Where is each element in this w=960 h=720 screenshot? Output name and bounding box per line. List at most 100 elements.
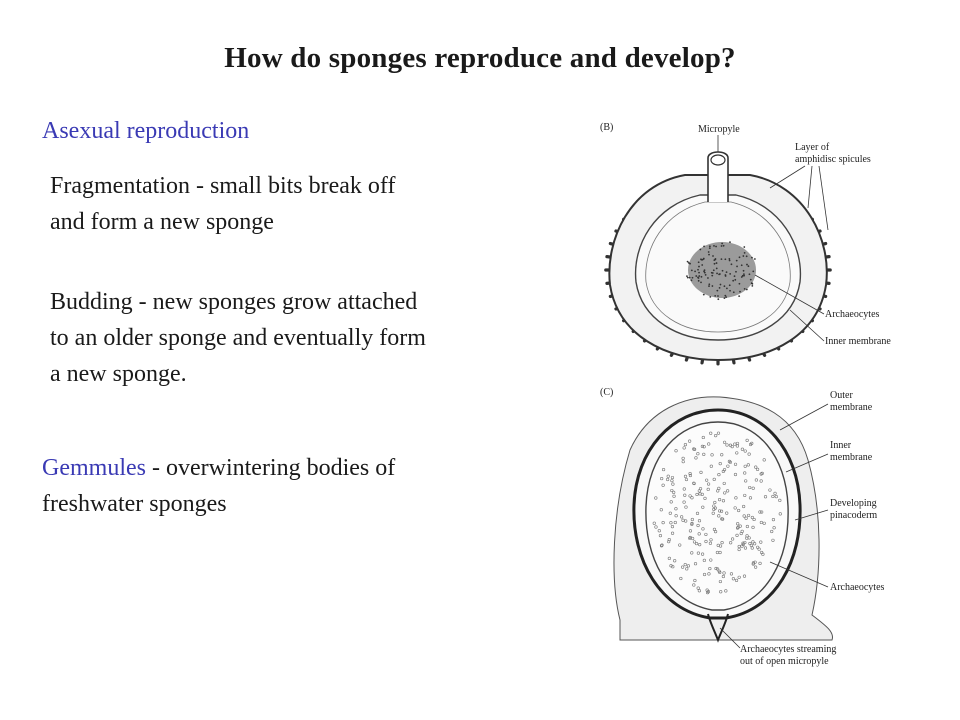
archaeocyte-cell (745, 524, 749, 529)
stipple-dot (724, 258, 727, 261)
archaeocyte-cell (670, 488, 674, 493)
archaeocyte-cell (693, 578, 697, 583)
archaeocyte-cell (749, 543, 753, 547)
archaeocyte-cell (688, 494, 692, 498)
archaeocyte-cell (741, 541, 745, 545)
stipple-dot (717, 298, 720, 301)
archaeocyte-cell (758, 510, 762, 514)
label-micropyle: Micropyle (698, 124, 740, 135)
archaeocyte-cell (753, 560, 757, 564)
archaeocyte-cell (680, 515, 684, 519)
stipple-dot (715, 262, 718, 264)
archaeocyte-cell (727, 459, 732, 463)
stipple-dot (690, 279, 693, 282)
archaeocyte-cell (737, 575, 741, 579)
stipple-dot (732, 279, 735, 282)
archaeocyte-cell (760, 471, 764, 475)
archaeocyte-cell (746, 463, 750, 467)
archaeocyte-cell (671, 565, 675, 569)
archaeocyte-cell (690, 551, 694, 555)
archaeocyte-cell (696, 452, 700, 456)
gemmule-diagram: (B) Micropyle Layer of amphidisc spicule… (600, 122, 891, 667)
archaeocyte-cell (718, 570, 722, 574)
label-outer-2: membrane (830, 402, 873, 413)
archaeocyte-cell (696, 586, 700, 590)
archaeocyte-cell (745, 536, 749, 540)
archaeocyte-cell (729, 572, 734, 576)
archaeocyte-cell (670, 479, 674, 483)
stipple-dot (738, 295, 741, 298)
stipple-dot (718, 273, 721, 276)
archaeocyte-cell (654, 496, 658, 500)
stipple-dot (703, 270, 705, 273)
archaeocyte-cell (717, 514, 721, 518)
archaeocyte-cell (748, 442, 753, 447)
label-layer-2: amphidisc spicules (795, 154, 871, 165)
archaeocyte-cell (661, 467, 666, 472)
stipple-dot (697, 279, 700, 282)
archaeocyte-cell (723, 491, 727, 495)
stipple-dot (719, 283, 722, 286)
archaeocyte-cell (742, 574, 747, 578)
stipple-dot (720, 245, 723, 247)
stipple-dot (711, 274, 714, 277)
stipple-dot (713, 244, 715, 247)
archaeocyte-cell (718, 509, 722, 513)
archaeocyte-cell (693, 562, 698, 566)
archaeocyte-cell (721, 517, 725, 521)
archaeocyte-cell (718, 462, 722, 466)
stipple-dot (713, 262, 716, 265)
archaeocyte-cell (702, 452, 706, 456)
archaeocyte-cell (685, 567, 689, 571)
stipple-dot (725, 296, 728, 299)
archaeocyte-cell (692, 583, 696, 587)
archaeocyte-cell (748, 485, 752, 490)
archaeocyte-cell (737, 508, 741, 513)
archaeocyte-cell (702, 558, 706, 562)
archaeocyte-cell (771, 518, 776, 522)
stipple-dot (702, 293, 705, 296)
archaeocyte-cell (668, 511, 672, 515)
gemmules-text: - overwintering bodies of (145, 455, 396, 481)
stipple-dot (739, 290, 741, 293)
archaeocyte-cell (654, 525, 658, 529)
archaeocyte-cell (770, 529, 774, 534)
archaeocyte-cell (754, 465, 758, 469)
archaeocyte-cell (697, 519, 702, 523)
label-inner-c-1: Inner (830, 440, 852, 451)
archaeocyte-cell (688, 535, 692, 540)
archaeocyte-cell (706, 482, 711, 486)
stipple-dot (730, 263, 733, 266)
archaeocyte-cell (698, 492, 702, 496)
stipple-dot (712, 255, 714, 257)
archaeocyte-cell (743, 546, 748, 550)
stipple-dot (698, 275, 701, 277)
archaeocyte-cell (696, 551, 701, 555)
stipple-dot (725, 271, 728, 274)
archaeocyte-cell (666, 477, 670, 482)
archaeocyte-cell (734, 578, 739, 582)
archaeocyte-cell (707, 442, 711, 446)
archaeocyte-cell (686, 564, 691, 568)
archaeocyte-cell (712, 507, 716, 511)
archaeocyte-cell (736, 522, 740, 526)
archaeocyte-cell (705, 591, 710, 595)
archaeocyte-cell (733, 472, 738, 477)
archaeocyte-cell (719, 590, 723, 594)
archaeocyte-cell (709, 558, 713, 562)
stipple-dot (700, 281, 702, 284)
archaeocyte-cell (667, 538, 671, 542)
archaeocyte-cell (751, 525, 755, 529)
archaeocyte-cell (751, 540, 755, 544)
stipple-dot (749, 278, 752, 281)
archaeocyte-cell (759, 520, 763, 525)
stipple-dot (735, 270, 737, 273)
archaeocyte-cell (735, 533, 739, 537)
stipple-dot (729, 289, 731, 292)
stipple-dot (691, 276, 694, 279)
archaeocyte-cell (674, 507, 678, 511)
stipple-dot (726, 287, 728, 290)
archaeocyte-cell (670, 475, 675, 480)
stipple-dot (742, 255, 745, 257)
archaeocyte-cell (709, 464, 713, 468)
